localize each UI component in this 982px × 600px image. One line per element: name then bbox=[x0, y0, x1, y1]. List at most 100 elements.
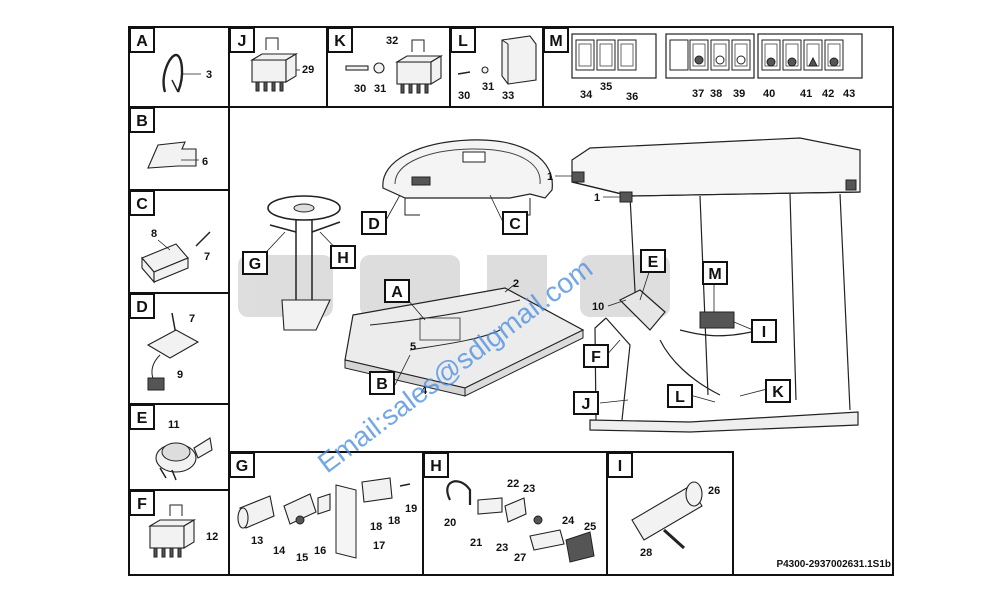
panel-h-clamp-assembly: 20 21 22 23 24 25 23 27 bbox=[444, 478, 596, 564]
panel-d-letter: D bbox=[129, 293, 155, 319]
svg-text:42: 42 bbox=[822, 88, 834, 100]
svg-text:10: 10 bbox=[592, 301, 604, 313]
svg-text:15: 15 bbox=[296, 552, 308, 564]
panel-j-letter: J bbox=[229, 27, 255, 53]
panel-c-module: 8 7 bbox=[141, 228, 211, 284]
panel-m-switches: 34 35 36 37 38 39 40 41 42 43 bbox=[571, 33, 863, 103]
svg-text:31: 31 bbox=[374, 83, 386, 95]
svg-text:H: H bbox=[430, 458, 442, 475]
svg-text:40: 40 bbox=[763, 88, 775, 100]
panel-j-relay: 29 bbox=[251, 37, 314, 92]
svg-text:A: A bbox=[391, 284, 403, 301]
svg-text:19: 19 bbox=[405, 503, 417, 515]
svg-text:7: 7 bbox=[189, 313, 195, 325]
instrument-panel-drawing bbox=[382, 139, 553, 216]
svg-text:J: J bbox=[582, 396, 591, 413]
svg-text:5: 5 bbox=[410, 341, 416, 353]
svg-text:43: 43 bbox=[843, 88, 855, 100]
svg-text:30: 30 bbox=[354, 83, 366, 95]
panel-letters: A B C D E F J K L M G H I bbox=[129, 27, 633, 516]
svg-text:35: 35 bbox=[600, 81, 612, 93]
svg-text:A: A bbox=[136, 33, 148, 50]
panel-l-letter: L bbox=[450, 27, 476, 53]
callout-g: G bbox=[242, 251, 268, 275]
svg-text:13: 13 bbox=[251, 535, 263, 547]
svg-text:1: 1 bbox=[547, 171, 553, 183]
panel-i-letter: I bbox=[607, 452, 633, 478]
svg-text:M: M bbox=[708, 266, 721, 283]
svg-text:34: 34 bbox=[580, 89, 593, 101]
svg-text:L: L bbox=[458, 33, 468, 50]
svg-text:12: 12 bbox=[206, 531, 218, 543]
svg-text:9: 9 bbox=[177, 369, 183, 381]
panel-a-cable-tie: 3 bbox=[162, 53, 212, 93]
panel-m-letter: M bbox=[543, 27, 569, 53]
svg-text:F: F bbox=[137, 496, 147, 513]
panel-e-ignition-switch: 11 bbox=[155, 419, 213, 481]
callout-h: H bbox=[330, 245, 356, 269]
svg-text:D: D bbox=[136, 299, 148, 316]
svg-text:8: 8 bbox=[151, 228, 157, 240]
svg-text:1: 1 bbox=[594, 192, 600, 204]
steering-column-drawing bbox=[267, 195, 341, 331]
panel-g-lever-assembly: 13 14 15 16 17 18 18 19 bbox=[237, 477, 417, 564]
svg-text:27: 27 bbox=[514, 552, 526, 564]
callout-f: F bbox=[583, 344, 609, 368]
callout-d: D bbox=[361, 211, 387, 235]
drawing-number: P4300-2937002631.1S1b bbox=[776, 559, 891, 570]
svg-text:I: I bbox=[618, 458, 622, 475]
svg-text:28: 28 bbox=[640, 547, 652, 559]
leader-lines bbox=[256, 175, 768, 404]
panel-b-bracket: 6 bbox=[147, 141, 208, 169]
svg-text:E: E bbox=[648, 254, 659, 271]
svg-text:39: 39 bbox=[733, 88, 745, 100]
svg-text:2: 2 bbox=[513, 278, 519, 290]
svg-text:3: 3 bbox=[206, 69, 212, 81]
svg-text:D: D bbox=[368, 216, 380, 233]
callout-a: A bbox=[384, 279, 410, 303]
svg-text:F: F bbox=[591, 349, 601, 366]
callout-b: B bbox=[369, 371, 395, 395]
callout-k: K bbox=[765, 379, 791, 403]
panel-d-sender: 7 9 bbox=[146, 312, 200, 391]
callout-m: M bbox=[702, 261, 728, 285]
panel-k-relay: 32 30 31 bbox=[345, 35, 442, 95]
svg-text:J: J bbox=[238, 33, 247, 50]
svg-text:11: 11 bbox=[168, 419, 180, 431]
svg-text:41: 41 bbox=[800, 88, 812, 100]
panel-l-module: 30 31 33 bbox=[457, 35, 537, 102]
svg-text:C: C bbox=[136, 196, 148, 213]
svg-text:32: 32 bbox=[386, 35, 398, 47]
svg-text:B: B bbox=[376, 376, 388, 393]
callout-j: J bbox=[573, 391, 599, 415]
svg-text:38: 38 bbox=[710, 88, 722, 100]
svg-text:G: G bbox=[249, 256, 261, 273]
svg-text:26: 26 bbox=[708, 485, 720, 497]
svg-text:C: C bbox=[509, 216, 521, 233]
svg-text:14: 14 bbox=[273, 545, 286, 557]
svg-text:7: 7 bbox=[204, 251, 210, 263]
cab-floor-drawing bbox=[344, 287, 585, 397]
callout-l: L bbox=[667, 384, 693, 408]
panel-c-letter: C bbox=[129, 190, 155, 216]
svg-text:22: 22 bbox=[507, 478, 519, 490]
cab-frame-drawing bbox=[571, 137, 861, 433]
callout-e: E bbox=[640, 249, 666, 273]
svg-text:36: 36 bbox=[626, 91, 638, 103]
panel-b-letter: B bbox=[129, 107, 155, 133]
svg-text:23: 23 bbox=[523, 483, 535, 495]
svg-text:4: 4 bbox=[421, 385, 428, 397]
panel-h-letter: H bbox=[423, 452, 449, 478]
panel-g-letter: G bbox=[229, 452, 255, 478]
panel-e-letter: E bbox=[129, 404, 155, 430]
panel-a-letter: A bbox=[129, 27, 155, 53]
svg-text:25: 25 bbox=[584, 521, 596, 533]
svg-text:21: 21 bbox=[470, 537, 482, 549]
svg-text:17: 17 bbox=[373, 540, 385, 552]
callout-i: I bbox=[751, 319, 777, 343]
svg-text:I: I bbox=[762, 324, 766, 341]
svg-text:24: 24 bbox=[562, 515, 575, 527]
svg-text:E: E bbox=[137, 410, 148, 427]
